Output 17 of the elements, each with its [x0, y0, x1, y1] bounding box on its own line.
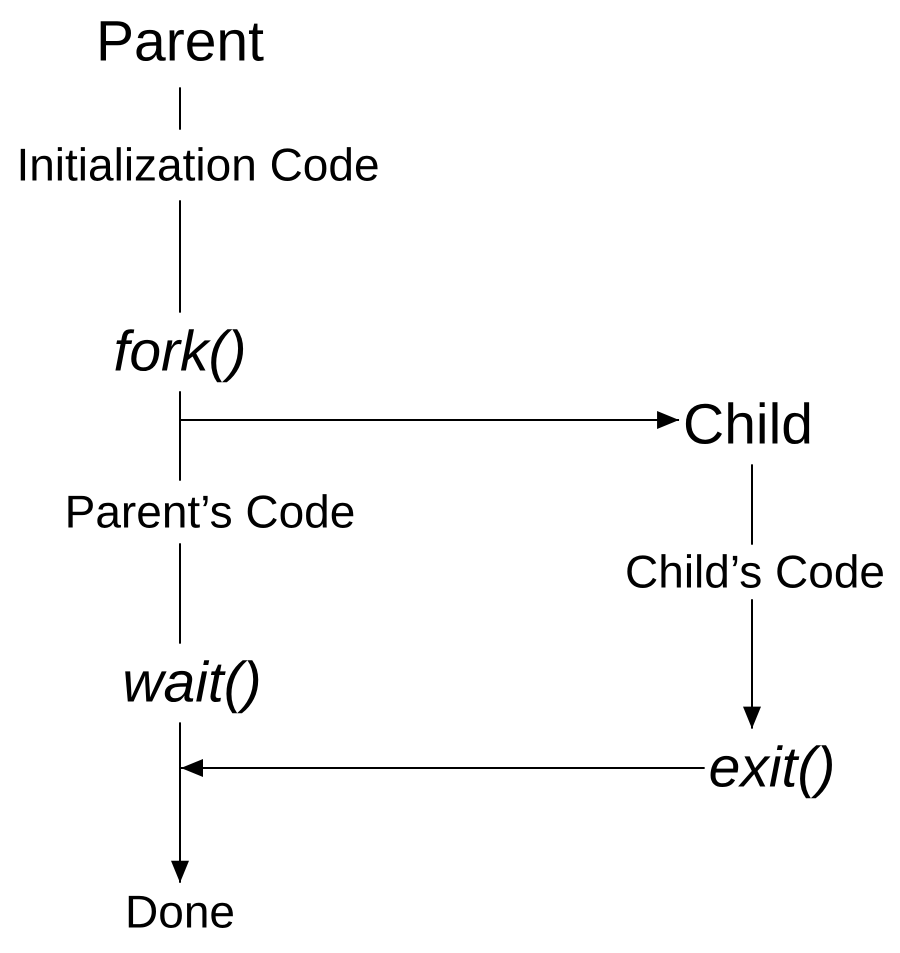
node-label: Done	[121, 882, 239, 942]
arrow	[171, 722, 189, 883]
connector-line	[179, 543, 181, 644]
node-label: Parent	[92, 0, 268, 88]
node-label: Parent’s Code	[60, 480, 360, 544]
connector-line	[179, 87, 181, 130]
connector-line	[179, 200, 181, 313]
node-label: fork()	[110, 312, 250, 392]
connector-line	[751, 464, 753, 545]
node-label: Child	[679, 386, 817, 464]
node-label: wait()	[118, 644, 266, 722]
node-label: Child’s Code	[621, 544, 889, 600]
node-label: exit()	[704, 728, 840, 808]
arrow	[743, 599, 761, 729]
arrow	[179, 391, 680, 429]
node-label: Initialization Code	[12, 130, 384, 200]
arrow	[181, 759, 705, 777]
